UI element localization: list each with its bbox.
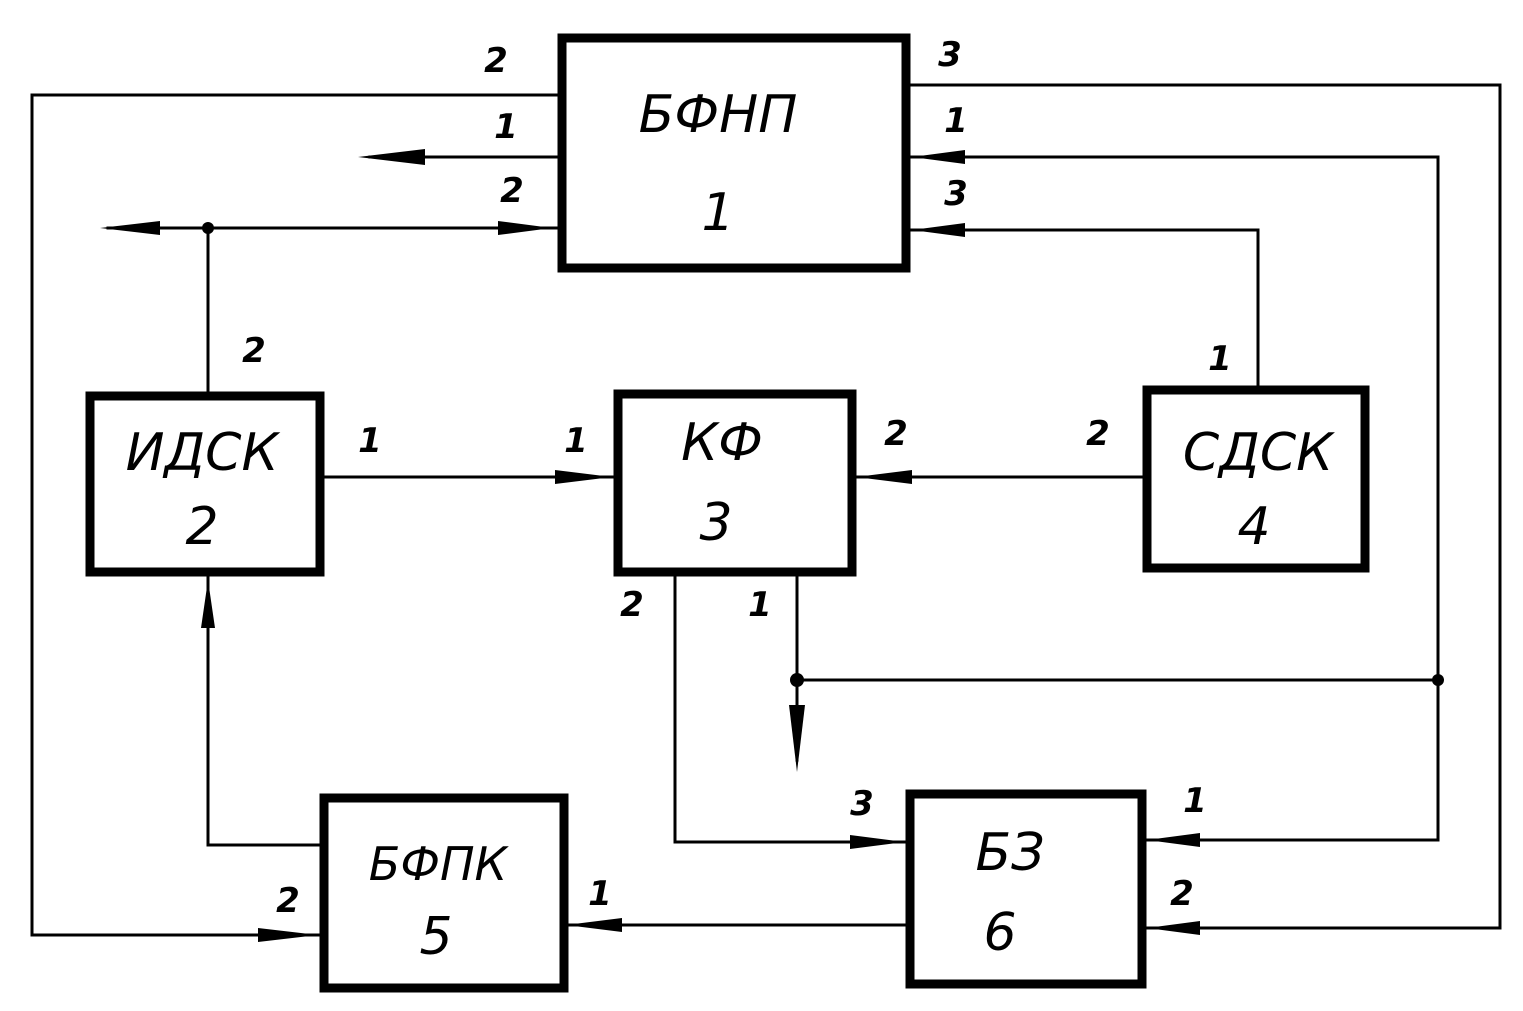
arrowhead-external-out2 — [100, 221, 160, 235]
port-label-b3-left: 1 — [564, 421, 588, 461]
arrowhead-external-out1 — [358, 149, 425, 165]
arrowhead-b1-in1 — [912, 150, 965, 164]
block-6-name: БЗ — [975, 823, 1044, 883]
arrowhead-b5-in1 — [566, 918, 622, 932]
block-5-number: 5 — [419, 907, 452, 967]
port-label-b4-left: 2 — [1086, 414, 1110, 454]
junction-dot-b3-out1 — [790, 673, 804, 687]
arrowhead-b3-in2 — [856, 470, 912, 484]
arrowhead-b5-in2 — [258, 928, 318, 942]
port-label-b1-right-bot: 3 — [944, 174, 968, 214]
port-label-b1-left-mid: 1 — [494, 107, 518, 147]
arrowhead-b3-out1-down — [789, 705, 805, 772]
block-2-number: 2 — [185, 497, 218, 557]
port-label-b1-left-top: 2 — [484, 41, 508, 81]
wire-b4-out1-to-b1-in3 — [910, 230, 1258, 388]
block-3-number: 3 — [699, 493, 732, 553]
arrowhead-b3-in1 — [555, 470, 612, 484]
junction-dot-right-bus — [1432, 674, 1444, 686]
arrowhead-b1-in3 — [912, 223, 965, 237]
block-4-number: 4 — [1237, 497, 1270, 557]
block-2: ИДСК 2 — [90, 396, 320, 572]
port-label-b3-bottom-right: 1 — [748, 585, 772, 625]
block-6: БЗ 6 — [910, 794, 1142, 984]
port-label-b2-top: 2 — [242, 331, 266, 371]
arrowhead-b2-in — [201, 580, 215, 628]
block-3-name: КФ — [681, 413, 763, 473]
port-label-b5-right: 1 — [588, 874, 612, 914]
block-1-number: 1 — [701, 183, 734, 243]
block-4-name: СДСК — [1183, 423, 1335, 483]
port-label-b1-left-bot: 2 — [500, 171, 524, 211]
block-5-name: БФПК — [369, 837, 510, 891]
port-label-b3-bottom-left: 2 — [620, 585, 644, 625]
port-label-b1-right-mid: 1 — [944, 101, 968, 141]
block-6-number: 6 — [983, 903, 1016, 963]
arrowhead-b1-in2 — [498, 221, 552, 235]
block-5: БФПК 5 — [324, 798, 564, 988]
block-4: СДСК 4 — [1147, 390, 1365, 568]
block-1: БФНП 1 — [562, 38, 906, 268]
port-label-b1-right-top: 3 — [938, 35, 962, 75]
block-1-name: БФНП — [639, 85, 798, 145]
block-2-name: ИДСК — [126, 423, 281, 483]
port-label-b3-right: 2 — [884, 414, 908, 454]
port-label-b2-right: 1 — [358, 421, 382, 461]
port-label-b6-left: 3 — [850, 784, 874, 824]
port-label-b6-right-bot: 2 — [1170, 874, 1194, 914]
port-label-b4-top: 1 — [1208, 339, 1232, 379]
wire-b5-out-to-b2-in — [208, 578, 322, 845]
arrowhead-b6-in1 — [1147, 833, 1200, 847]
junction-dot-b2-out2 — [202, 222, 214, 234]
arrowhead-b6-in2 — [1147, 921, 1200, 935]
block-3: КФ 3 — [618, 394, 852, 572]
arrowhead-b6-in3 — [850, 835, 905, 849]
port-label-b6-right-top: 1 — [1183, 781, 1207, 821]
port-label-b5-left: 2 — [276, 881, 300, 921]
